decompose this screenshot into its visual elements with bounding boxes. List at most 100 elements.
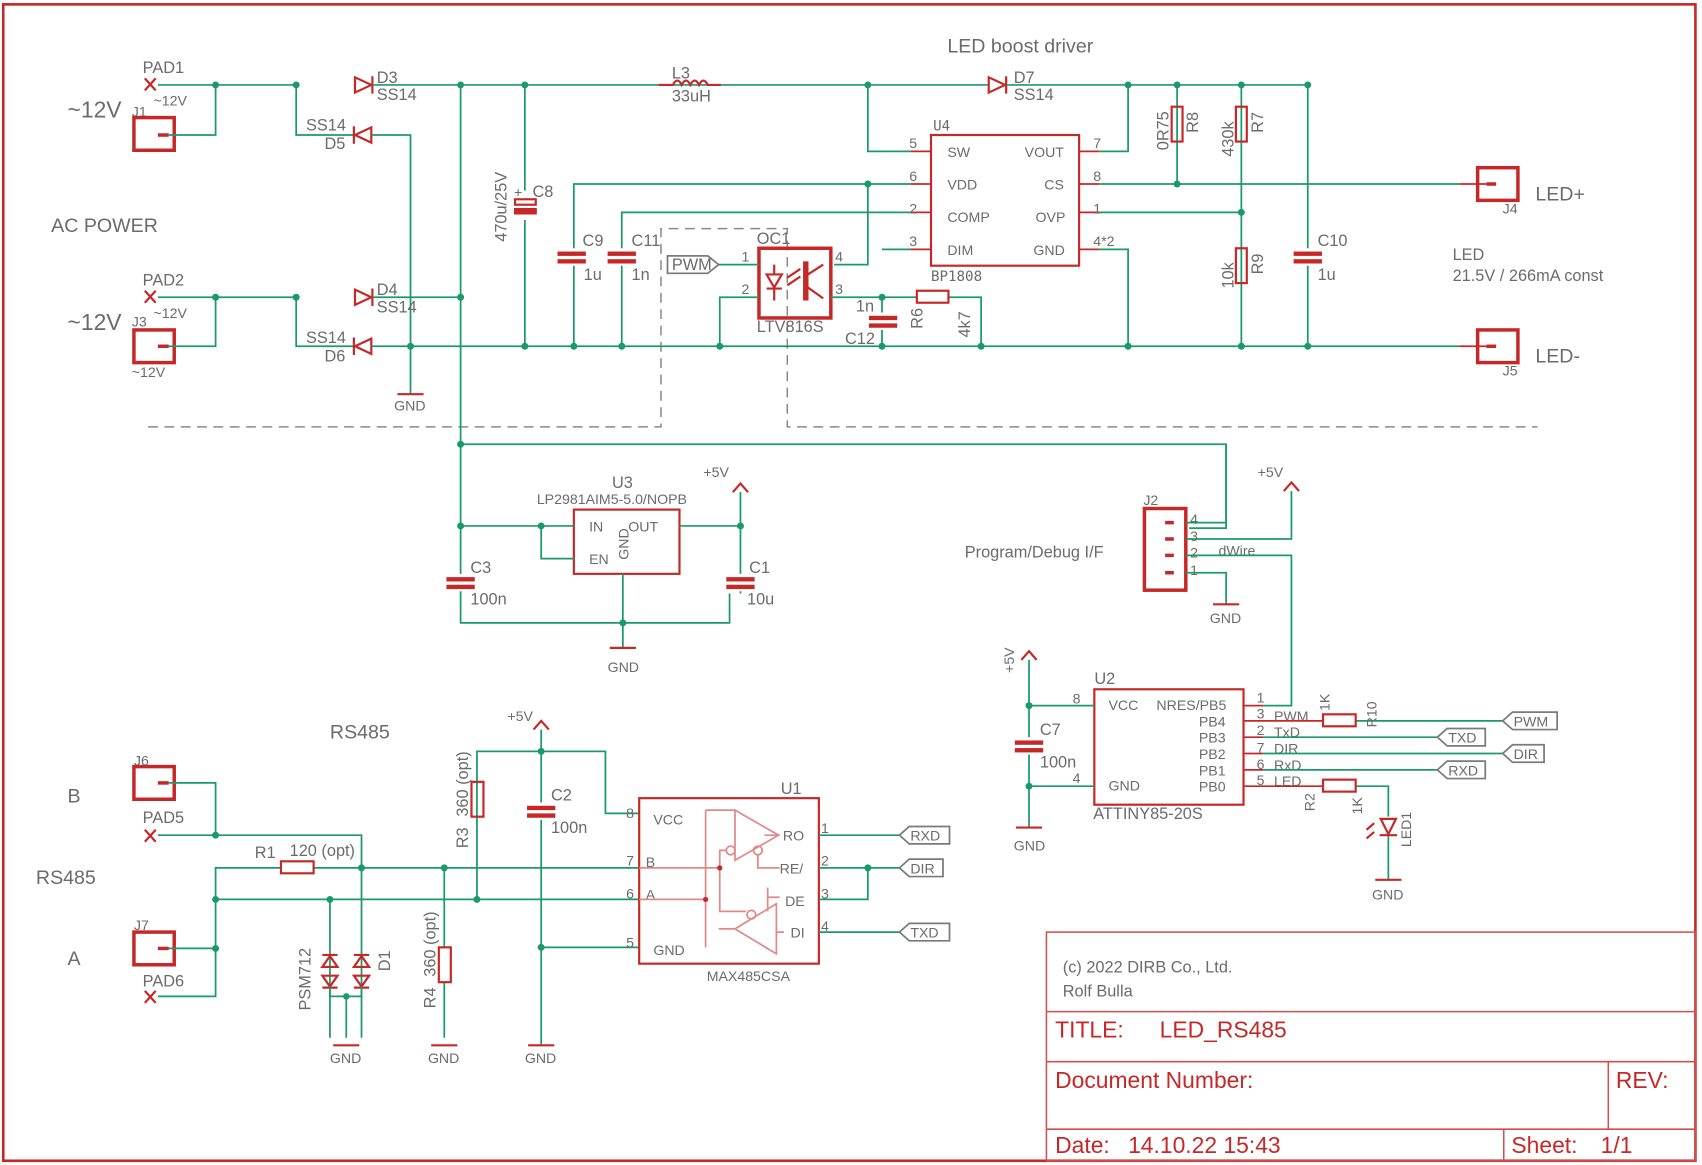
rs485-title: RS485 [330,721,390,743]
svg-text:RE/: RE/ [780,860,804,876]
connector-j6: B J6 PAD5 [68,752,184,843]
svg-text:U4: U4 [933,119,950,135]
svg-text:C3: C3 [470,559,491,577]
svg-text:~12V: ~12V [154,305,188,321]
plus5v-symbol: +5V [507,708,550,731]
svg-text:SS14: SS14 [377,299,417,317]
svg-text:+5V: +5V [507,708,533,724]
svg-text:+5V: +5V [1258,464,1284,480]
sheet-frame [1,3,1697,1163]
document-number-label: Document Number: [1055,1067,1253,1093]
svg-text:RXD: RXD [910,828,940,844]
net-label-dir: DIR [1501,743,1545,764]
svg-text:4: 4 [821,918,829,934]
connector-j5: J5 LED- [1475,328,1580,379]
resistor-r9: 10k R9 [1220,247,1267,289]
capacitor-c10: C10 1u [1291,232,1348,284]
svg-text:R6: R6 [908,308,926,329]
svg-text:3: 3 [1190,528,1198,544]
svg-text:D3: D3 [377,69,398,87]
ac-power-title: AC POWER [51,215,158,237]
svg-text:8: 8 [1093,168,1101,184]
resistor-r3: R3 360 (opt) [454,751,485,848]
svg-text:GND: GND [615,528,631,559]
svg-text:1u: 1u [1318,266,1336,284]
svg-text:GND: GND [394,398,425,414]
svg-text:RxD: RxD [1274,757,1302,773]
connector-j1: ~12V J1 PAD1 ~12V [68,59,188,153]
svg-text:PAD1: PAD1 [143,59,184,77]
program-debug-title: Program/Debug I/F [965,544,1104,562]
net-label-pwm-oc1: PWM [666,255,721,275]
svg-text:VOUT: VOUT [1025,144,1065,160]
svg-text:C12: C12 [845,330,875,348]
svg-text:VCC: VCC [653,811,683,827]
capacitor-c8: + C8 470u/25V [492,84,553,347]
svg-text:1: 1 [821,820,829,836]
svg-text:BP1808: BP1808 [931,269,982,285]
svg-text:3: 3 [909,233,917,249]
svg-text:7: 7 [1257,739,1265,755]
svg-text:1n: 1n [856,297,874,315]
sheet-label: Sheet: [1511,1132,1577,1158]
net-label-txd: TXD [1436,727,1487,747]
svg-text:D1: D1 [376,950,394,971]
svg-text:~12V: ~12V [68,97,123,123]
svg-text:R7: R7 [1249,112,1267,133]
net-dwire: dWire [1218,542,1255,558]
svg-text:U1: U1 [781,780,802,798]
svg-text:LED+: LED+ [1535,183,1585,205]
svg-text:430k: 430k [1220,121,1238,157]
svg-text:GND: GND [1014,837,1045,853]
svg-text:R10: R10 [1363,701,1379,727]
resistor-r7: 430k R7 [1220,105,1267,157]
svg-text:DE: DE [785,893,805,909]
rs485-side-label: RS485 [36,867,96,889]
section-divider [148,227,1538,428]
svg-text:J6: J6 [134,752,149,768]
svg-text:+: + [514,184,522,200]
svg-text:360 (opt): 360 (opt) [454,751,472,816]
svg-text:TXD: TXD [1448,730,1476,746]
svg-text:6: 6 [1257,756,1265,772]
net-label-dir-rs485: DIR [898,858,944,878]
diode-d5: SS14 D5 [306,117,373,153]
led-spec: 21.5V / 266mA const [1453,267,1604,285]
svg-text:10k: 10k [1220,261,1238,288]
svg-text:C8: C8 [532,183,553,201]
connector-j7: A J7 PAD6 [68,917,184,1004]
net-label-pwm: PWM [1501,711,1558,731]
svg-text:+5V: +5V [703,464,729,480]
svg-text:7: 7 [626,853,634,869]
svg-text:R4: R4 [422,987,440,1008]
tvs-d1: PSM712 D1 [296,948,394,1038]
svg-text:LED1: LED1 [1398,812,1414,848]
svg-text:4: 4 [1073,770,1081,786]
svg-text:D4: D4 [377,281,398,299]
svg-text:C9: C9 [583,232,604,250]
svg-text:DI: DI [791,925,805,941]
resistor-r4: R4 360 (opt) [422,911,452,1008]
svg-text:SW: SW [947,144,970,160]
diode-d7: D7 SS14 [987,69,1054,104]
svg-text:C7: C7 [1040,721,1061,739]
led-boost-driver-title: LED boost driver [947,35,1093,57]
led-led1: LED1 [1365,812,1414,848]
capacitor-c12: 1n C12 [845,297,900,348]
svg-text:J5: J5 [1503,363,1518,379]
svg-text:1: 1 [1093,200,1101,216]
svg-text:U3: U3 [612,474,633,492]
svg-text:R3: R3 [454,827,472,848]
svg-text:1n: 1n [632,266,650,284]
svg-text:7: 7 [1093,135,1101,151]
svg-text:6: 6 [909,168,917,184]
ic-u4: U4 BP1808 5 SW 6 VDD 2 COMP 3 DIM 7 VOUT… [909,119,1114,285]
svg-text:VDD: VDD [947,176,977,192]
inductor-l3: L3 33uH [658,64,721,105]
svg-text:PB0: PB0 [1199,779,1226,795]
svg-text:ATTINY85-20S: ATTINY85-20S [1093,805,1203,823]
svg-text:GND: GND [1033,242,1064,258]
svg-text:NRES/PB5: NRES/PB5 [1156,697,1226,713]
svg-text:SS14: SS14 [306,117,346,135]
svg-text:EN: EN [589,551,609,567]
